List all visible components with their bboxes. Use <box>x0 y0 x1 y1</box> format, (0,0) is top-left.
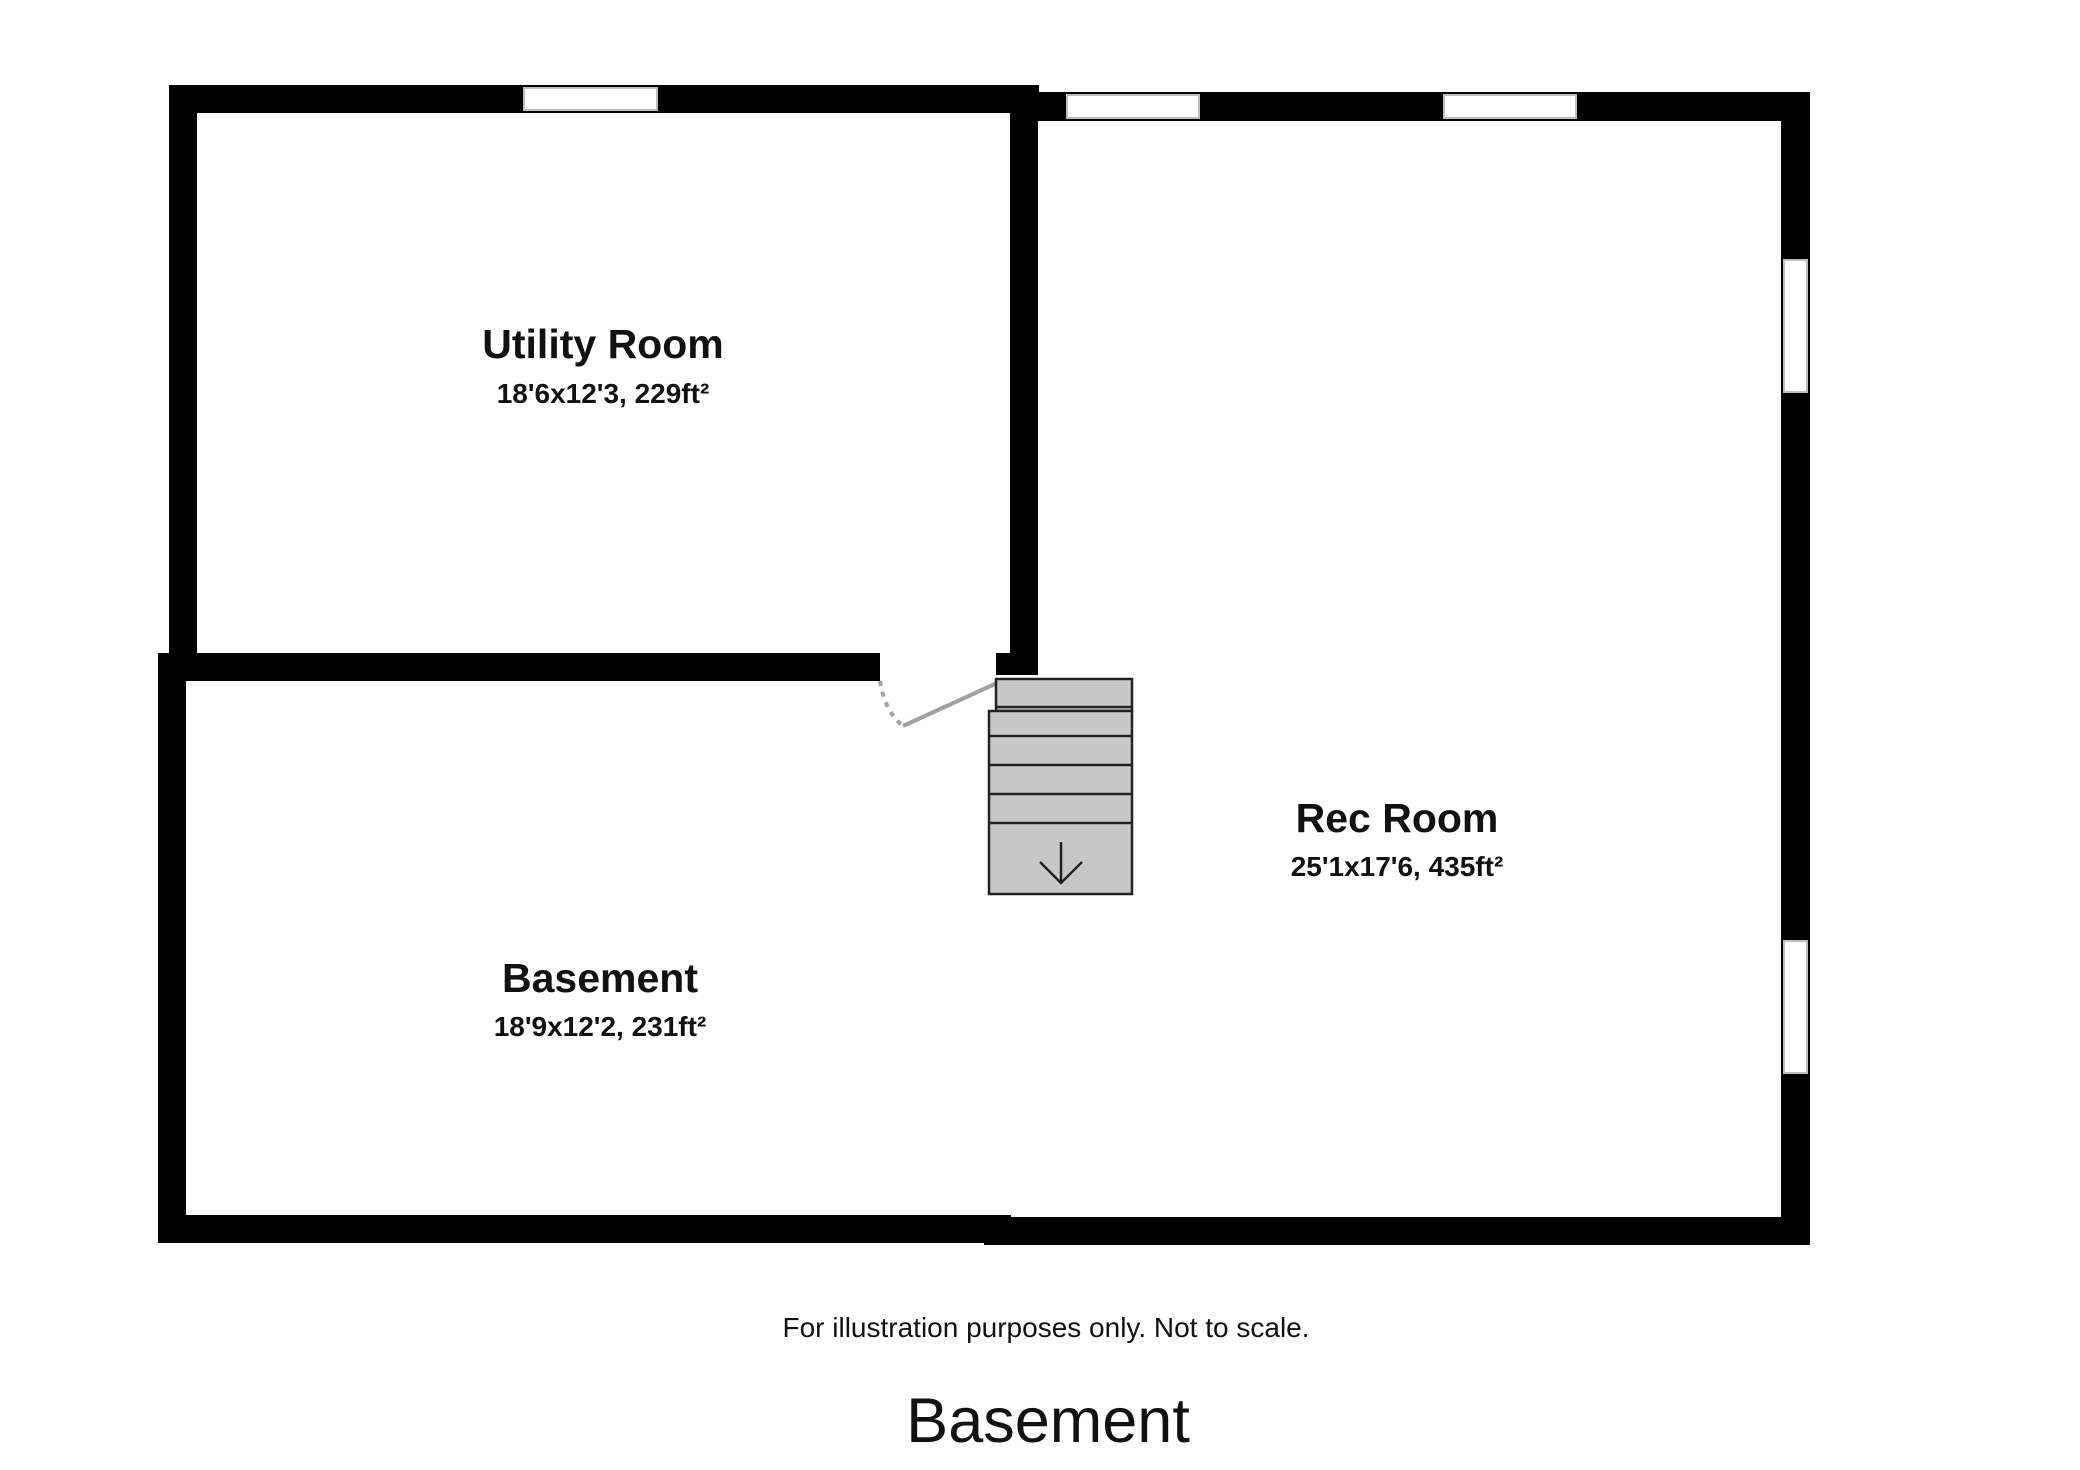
window-rec-top-1 <box>1066 94 1200 119</box>
room-name: Utility Room <box>482 321 723 367</box>
walls <box>158 85 1810 1245</box>
wall-rec-bottom <box>984 1217 1810 1245</box>
wall-utility-rec-divider <box>1010 95 1038 675</box>
door-leaf <box>902 681 998 728</box>
room-label-basement: Basement 18'9x12'2, 231ft² <box>494 955 707 1042</box>
wall-utility-left <box>169 85 197 681</box>
door-swing-arc <box>878 680 905 728</box>
room-dimensions: 18'6x12'3, 229ft² <box>497 378 710 409</box>
room-dimensions: 18'9x12'2, 231ft² <box>494 1011 707 1042</box>
window-rec-right-1 <box>1783 259 1808 393</box>
room-dimensions: 25'1x17'6, 435ft² <box>1291 851 1504 882</box>
window-rec-right-2 <box>1783 940 1808 1074</box>
room-label-utility-room: Utility Room 18'6x12'3, 229ft² <box>482 321 723 409</box>
wall-utility-basement-divider <box>158 653 880 681</box>
stairs <box>987 677 1134 896</box>
floor-title: Basement <box>906 1386 1190 1456</box>
stairs-top-segment <box>994 677 1134 713</box>
wall-stub-near-stairs <box>996 653 1038 675</box>
door <box>878 680 998 728</box>
room-name: Rec Room <box>1296 795 1499 841</box>
stairs-down-arrow-icon <box>1039 842 1083 885</box>
wall-basement-left <box>158 653 186 1243</box>
window-rec-top-2 <box>1443 94 1577 119</box>
windows <box>523 87 1808 1074</box>
wall-basement-bottom <box>158 1215 1011 1243</box>
disclaimer-text: For illustration purposes only. Not to s… <box>782 1312 1309 1343</box>
window-utility-top <box>523 87 658 111</box>
room-name: Basement <box>502 955 698 1001</box>
room-label-rec-room: Rec Room 25'1x17'6, 435ft² <box>1291 795 1504 882</box>
